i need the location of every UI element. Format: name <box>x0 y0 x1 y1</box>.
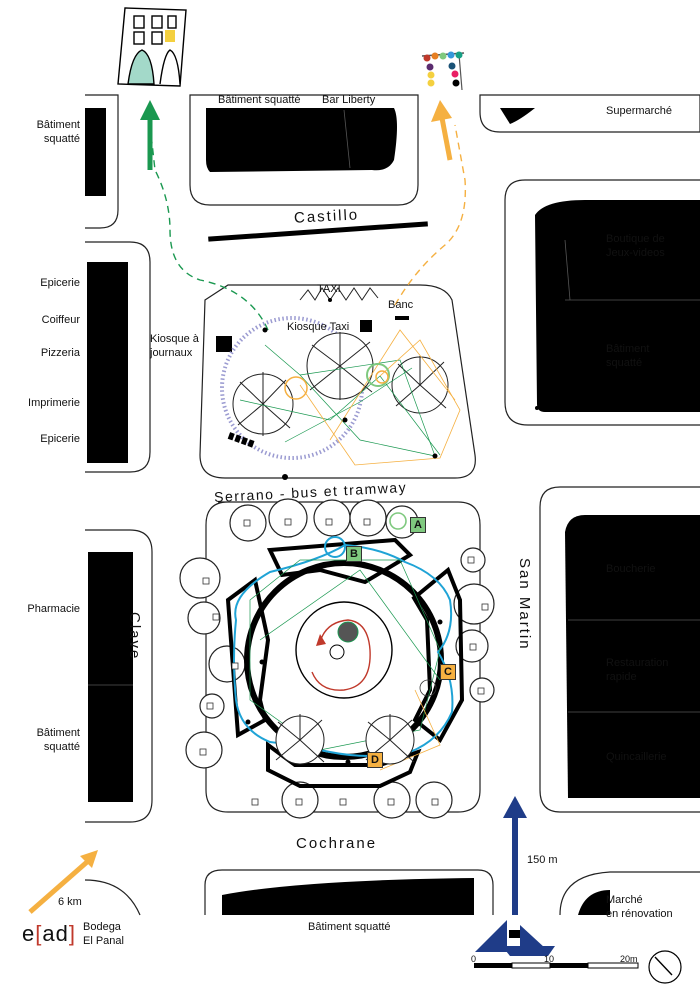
scale-bar <box>474 962 639 969</box>
label-kiosque-journaux: Kiosque à journaux <box>150 333 199 359</box>
label-top-squat: Bâtiment squatté <box>218 94 301 106</box>
label-boutique-jeux: Boutique de Jeux-videos <box>606 233 665 259</box>
label-supermarche: Supermarché <box>606 105 673 117</box>
logo-bracket-close: ] <box>68 921 76 946</box>
kiosque-taxi-block <box>360 320 372 332</box>
label-bottom-squat: Bâtiment squatté <box>308 921 391 933</box>
scale-tick-0: 0 <box>471 954 477 964</box>
yellow-far-arrow <box>28 850 98 914</box>
building-epicerie-1 <box>87 262 128 298</box>
label-right-squat: Bâtiment squatté <box>606 343 650 369</box>
street-cochrane: Cochrane <box>296 835 378 852</box>
label-banc: Banc <box>388 299 414 311</box>
label-coiffeur: Coiffeur <box>41 314 80 326</box>
ead-logo: e[ad] <box>22 921 76 947</box>
distance-150m: 150 m <box>527 854 558 866</box>
building-coiffeur <box>87 298 128 334</box>
building-icon <box>117 7 187 87</box>
scale-tick-10: 10 <box>544 954 555 964</box>
building-pizzeria <box>87 334 128 372</box>
building-top-left <box>85 108 106 196</box>
logo-bracket-open: [ <box>35 921 43 946</box>
building-market <box>578 890 610 915</box>
boat-icon <box>475 920 555 956</box>
yellow-route <box>394 100 467 306</box>
label-marche: Marché en rénovation <box>606 894 673 920</box>
taxi-zigzag <box>299 287 379 301</box>
marker-d: D <box>367 752 383 768</box>
label-top-left-squat: Bâtiment squatté <box>36 119 80 145</box>
label-epicerie-2: Epicerie <box>40 433 80 445</box>
block-outlines <box>84 94 700 916</box>
label-quincaillerie: Quincaillerie <box>606 751 667 763</box>
blue-route <box>503 796 527 915</box>
lower-plaza <box>179 498 495 819</box>
banc-block <box>395 316 409 320</box>
compass-icon <box>648 950 682 984</box>
building-imprimerie <box>87 372 128 416</box>
label-pizzeria: Pizzeria <box>40 347 80 359</box>
street-clave: Clave <box>126 612 143 661</box>
label-kiosque-taxi: Kiosque Taxi <box>287 321 350 333</box>
logo-e: e <box>22 921 36 946</box>
building-blocks <box>85 108 700 915</box>
street-castillo: Castillo <box>293 206 360 227</box>
castillo-street-line <box>208 221 428 242</box>
label-restauration: Restauration rapide <box>606 657 669 683</box>
kiosque-journaux-block <box>216 336 232 352</box>
label-imprimerie: Imprimerie <box>28 397 80 409</box>
bar-icon <box>421 51 465 91</box>
marker-c: C <box>440 664 456 680</box>
building-top <box>206 108 397 172</box>
label-boucherie: Boucherie <box>606 563 656 575</box>
label-taxi: TAXI <box>317 283 341 295</box>
building-dividers <box>88 109 700 713</box>
label-left-lower-squat: Bâtiment squatté <box>36 727 80 753</box>
marker-b: B <box>346 546 362 562</box>
upper-plaza <box>216 298 539 480</box>
label-epicerie-1: Epicerie <box>40 277 80 289</box>
label-bar-liberty: Bar Liberty <box>322 94 376 106</box>
building-right-lower <box>565 515 700 798</box>
building-bottom <box>222 878 474 915</box>
building-left-lower <box>88 552 133 802</box>
building-epicerie-2 <box>87 416 128 463</box>
green-route <box>140 100 269 331</box>
building-top-right <box>500 108 535 124</box>
distance-6km: 6 km <box>58 896 82 908</box>
label-pharmacie: Pharmacie <box>27 603 80 615</box>
marker-a: A <box>410 517 426 533</box>
scale-tick-20: 20m <box>620 954 638 964</box>
logo-ad: ad <box>42 921 69 946</box>
building-right-upper <box>535 200 700 412</box>
street-san-martin: San Martin <box>516 558 533 651</box>
label-bodega: Bodega El Panal <box>83 921 124 947</box>
